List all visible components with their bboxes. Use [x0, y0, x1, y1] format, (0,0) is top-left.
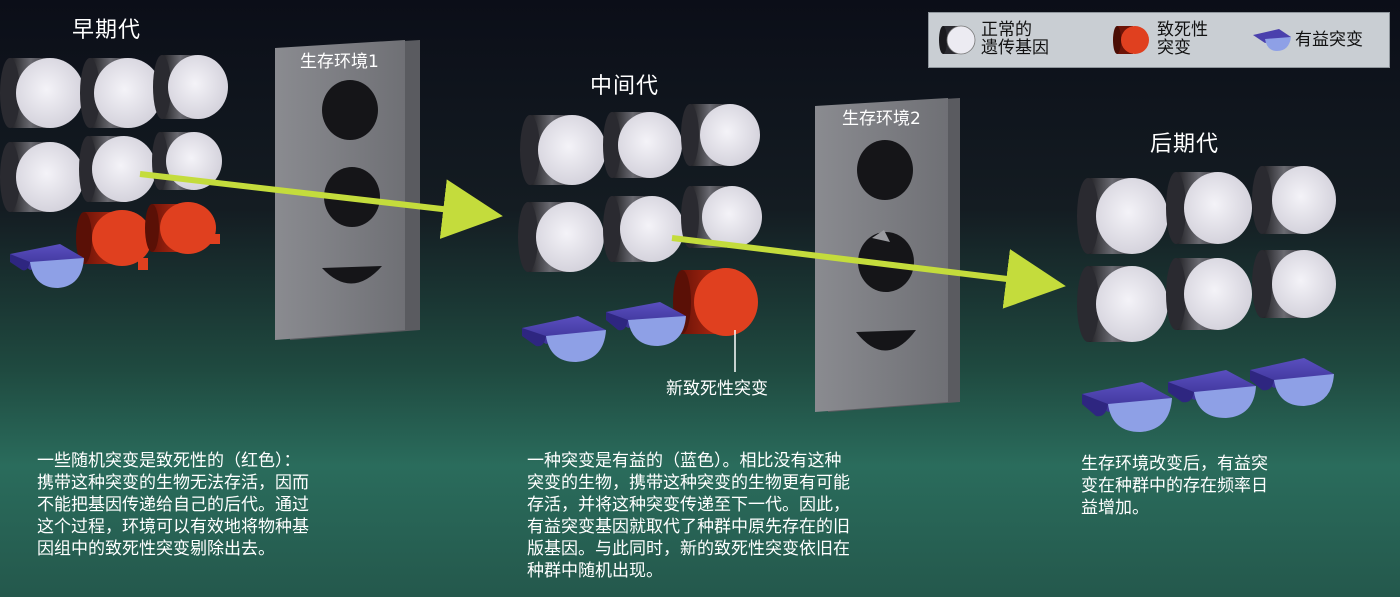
caption-line: 携带这种突变的生物无法存活，因而: [37, 473, 309, 493]
normal-gene-icon: [1252, 250, 1336, 318]
normal-gene-icon: [603, 196, 684, 262]
caption-line: 一些随机突变是致死性的（红色）：: [37, 451, 301, 471]
early-caption: 一些随机突变是致死性的（红色）： 携带这种突变的生物无法存活，因而 不能把基因传…: [37, 450, 417, 560]
caption-line: 生存环境改变后，有益突: [1081, 454, 1268, 474]
environment-2-label: 生存环境2: [842, 109, 921, 129]
arrow-icon: [139, 171, 503, 239]
legend-beneficial-label: 有益突变: [1295, 30, 1363, 50]
lethal-mutation-icon: [76, 210, 152, 270]
middle-caption: 一种突变是有益的（蓝色）。相比没有这种 突变的生物，携带这种突变的生物更有可能 …: [527, 450, 987, 582]
caption-line: 存活，并将这种突变传递至下一代。因此，: [527, 495, 850, 515]
caption-line: 一种突变是有益的（蓝色）。相比没有这种: [527, 451, 842, 471]
normal-gene-icon: [1166, 172, 1252, 244]
legend-lethal-line2: 突变: [1157, 38, 1191, 58]
normal-gene-icon: [0, 142, 84, 212]
normal-gene-icon: [603, 112, 682, 178]
arrow-icon: [671, 235, 1066, 309]
normal-gene-icon: [1252, 166, 1336, 234]
beneficial-mutation-icon: [1082, 382, 1172, 432]
early-generation-title: 早期代: [72, 18, 142, 43]
late-caption: 生存环境改变后，有益突 变在种群中的存在频率日 益增加。: [1081, 453, 1361, 519]
caption-line: 这个过程，环境可以有效地将物种基: [37, 517, 309, 537]
normal-gene-icon: [153, 55, 228, 119]
normal-gene-icon: [1166, 258, 1252, 330]
legend-normal-gene-label: 正常的 遗传基因: [981, 21, 1049, 57]
normal-gene-icon: [80, 58, 162, 128]
environment-1-label: 生存环境1: [300, 52, 379, 72]
normal-gene-icon: [681, 186, 762, 248]
normal-gene-icon: [0, 58, 84, 128]
lethal-mutation-icon: [673, 268, 758, 336]
caption-line: 种群中随机出现。: [527, 561, 663, 581]
legend: 正常的 遗传基因 致死性 突变 有益突变: [928, 12, 1390, 68]
caption-line: 变在种群中的存在频率日: [1081, 476, 1268, 496]
legend-lethal-line1: 致死性: [1157, 20, 1208, 40]
lethal-mutation-icon: [145, 202, 220, 254]
beneficial-mutation-icon: [1250, 358, 1334, 406]
lethal-mutation-icon: [1113, 26, 1149, 54]
caption-line: 有益突变基因就取代了种群中原先存在的旧: [527, 517, 850, 537]
caption-line: 益增加。: [1081, 498, 1149, 518]
environment-plate-2: [815, 98, 960, 412]
beneficial-mutation-icon: [606, 302, 686, 346]
beneficial-mutation-icon: [10, 244, 84, 288]
beneficial-mutation-icon: [1168, 370, 1256, 418]
normal-gene-icon: [1077, 266, 1168, 342]
new-lethal-mutation-label: 新致死性突变: [666, 379, 768, 399]
legend-normal-line1: 正常的: [981, 20, 1032, 40]
normal-gene-icon: [79, 136, 156, 202]
legend-lethal-label: 致死性 突变: [1157, 21, 1208, 57]
caption-line: 因组中的致死性突变剔除出去。: [37, 539, 275, 559]
normal-gene-icon: [939, 25, 976, 55]
normal-gene-icon: [520, 115, 606, 185]
normal-gene-icon: [681, 104, 760, 166]
middle-generation-title: 中间代: [590, 74, 660, 99]
normal-gene-icon: [1077, 178, 1168, 254]
late-generation-title: 后期代: [1150, 132, 1220, 157]
legend-normal-line2: 遗传基因: [981, 38, 1049, 58]
early-generation-group: [0, 55, 228, 288]
caption-line: 突变的生物，携带这种突变的生物更有可能: [527, 473, 850, 493]
normal-gene-icon: [518, 202, 604, 272]
middle-generation-group: [518, 104, 762, 372]
caption-line: 不能把基因传递给自己的后代。通过: [37, 495, 309, 515]
beneficial-mutation-icon: [1253, 29, 1291, 51]
environment-plate-1: [275, 40, 420, 340]
late-generation-group: [1077, 166, 1336, 432]
beneficial-mutation-icon: [522, 316, 606, 362]
caption-line: 版基因。与此同时，新的致死性突变依旧在: [527, 539, 850, 559]
